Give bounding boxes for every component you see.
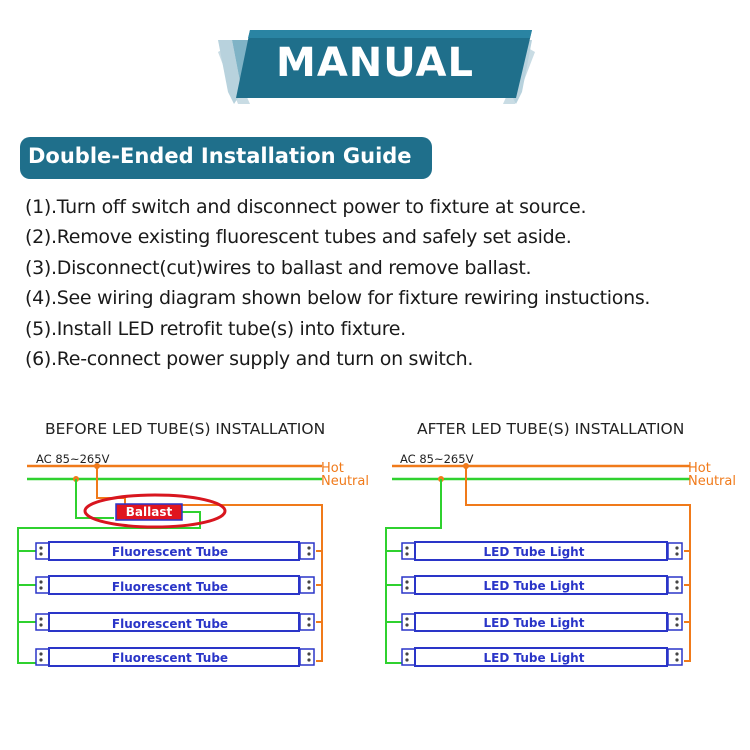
before-diagram-title: BEFORE LED TUBE(S) INSTALLATION	[45, 420, 325, 438]
after-wiring-diagram: AFTER LED TUBE(S) INSTALLATION AC 85~265…	[385, 420, 736, 667]
after-ac-label: AC 85~265V	[400, 452, 474, 466]
after-neutral-label: Neutral	[688, 474, 736, 489]
after-tube-4: LED Tube Light	[401, 647, 683, 667]
before-ac-label: AC 85~265V	[36, 452, 110, 466]
wiring-diagrams: BEFORE LED TUBE(S) INSTALLATION AC 85~26…	[17, 420, 736, 667]
manual-banner	[218, 30, 535, 104]
step-3: (3).Disconnect(cut)wires to ballast and …	[25, 256, 532, 279]
before-wiring-diagram: BEFORE LED TUBE(S) INSTALLATION AC 85~26…	[17, 420, 369, 667]
svg-text:Fluorescent Tube: Fluorescent Tube	[112, 651, 228, 665]
before-hot-label: Hot	[321, 461, 344, 476]
step-6: (6).Re-connect power supply and turn on …	[25, 348, 474, 371]
after-tube-1: LED Tube Light	[401, 541, 683, 561]
svg-text:Fluorescent Tube: Fluorescent Tube	[112, 617, 228, 631]
svg-text:LED Tube Light: LED Tube Light	[484, 651, 585, 665]
before-tube-4: Fluorescent Tube	[35, 647, 315, 667]
step-4: (4).See wiring diagram shown below for f…	[25, 287, 651, 310]
ballast-highlight	[83, 493, 227, 529]
svg-text:LED Tube Light: LED Tube Light	[484, 545, 585, 559]
before-neutral-label: Neutral	[321, 474, 369, 489]
svg-text:LED Tube Light: LED Tube Light	[484, 579, 585, 593]
svg-text:Fluorescent Tube: Fluorescent Tube	[112, 545, 228, 559]
guide-title: Double-Ended Installation Guide	[28, 144, 412, 168]
installation-steps: (1).Turn off switch and disconnect power…	[25, 192, 650, 374]
ballast-box	[115, 503, 183, 521]
before-tube-1: Fluorescent Tube	[35, 541, 315, 561]
step-5: (5).Install LED retrofit tube(s) into fi…	[25, 317, 406, 340]
step-2: (2).Remove existing fluorescent tubes an…	[25, 226, 572, 249]
svg-text:LED Tube Light: LED Tube Light	[484, 616, 585, 630]
after-hot-label: Hot	[688, 461, 711, 476]
before-tube-3: Fluorescent Tube	[35, 612, 315, 632]
step-1: (1).Turn off switch and disconnect power…	[25, 196, 587, 218]
svg-text:Fluorescent Tube: Fluorescent Tube	[112, 580, 228, 594]
manual-title: MANUAL	[276, 40, 474, 86]
guide-title-bar	[20, 137, 432, 179]
ballast-label: Ballast	[126, 505, 173, 519]
after-tube-3: LED Tube Light	[401, 612, 683, 632]
after-tube-2: LED Tube Light	[401, 575, 683, 595]
after-diagram-title: AFTER LED TUBE(S) INSTALLATION	[417, 420, 684, 438]
before-tube-2: Fluorescent Tube	[35, 575, 315, 595]
